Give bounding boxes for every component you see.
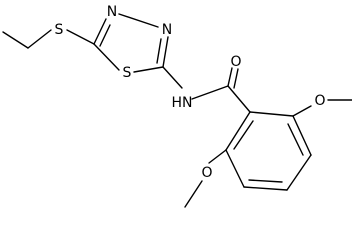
structure-canvas: S N N S HN O O O [2,4,352,208]
bond-carbonyl-ring [227,85,251,113]
bond-ring-c5-c6 [225,149,245,188]
bond-n3-c2-double [156,38,162,64]
bond-s-c5 [66,29,95,45]
bond-ring-c2-c3 [292,115,312,156]
atom-label-s-thioether: S [55,22,64,38]
bond-ring-o-upper [292,105,312,117]
bond-ring-c4-c5-inner [248,179,283,183]
molecule-structure: S N N S HN O O O [2,4,352,208]
atom-label-o-methoxy-upper: O [314,93,325,109]
bond-c2-nh [162,66,183,89]
bond-ethyl-ch3-ch2 [2,31,29,49]
bond-ring-c6-c1-inner [233,120,254,150]
atom-label-nh: HN [172,95,193,111]
bond-n4-n3 [118,13,159,28]
bond-o-ch3-lower [184,180,203,208]
atom-label-s-ring: S [123,65,132,81]
bond-ring-o-lower [208,149,227,164]
atom-label-o-methoxy-lower: O [201,165,212,181]
bond-c5-n4 [93,18,107,45]
bond-carbonyl-o-double [233,68,239,89]
bond-n3-c2 [162,36,169,68]
atom-label-n4: N [107,4,117,20]
bond-ring-c1-c2 [249,111,294,117]
atom-label-n3: N [162,22,172,38]
bond-carbonyl-o [227,67,233,87]
bond-ring-c4-c5 [243,186,288,191]
bond-c2-s1 [133,66,164,73]
bond-ethyl-ch2-s [27,29,52,49]
bond-ring-c3-c4 [286,154,312,191]
bond-ring-c2-c3-inner [287,123,304,156]
bond-ring-c6-c1 [225,111,251,151]
bond-s1-c5 [93,43,120,71]
bond-nh-carbonyl [191,85,229,100]
bond-c5-n4-double [99,24,111,47]
atom-label-o-carbonyl: O [230,54,241,70]
